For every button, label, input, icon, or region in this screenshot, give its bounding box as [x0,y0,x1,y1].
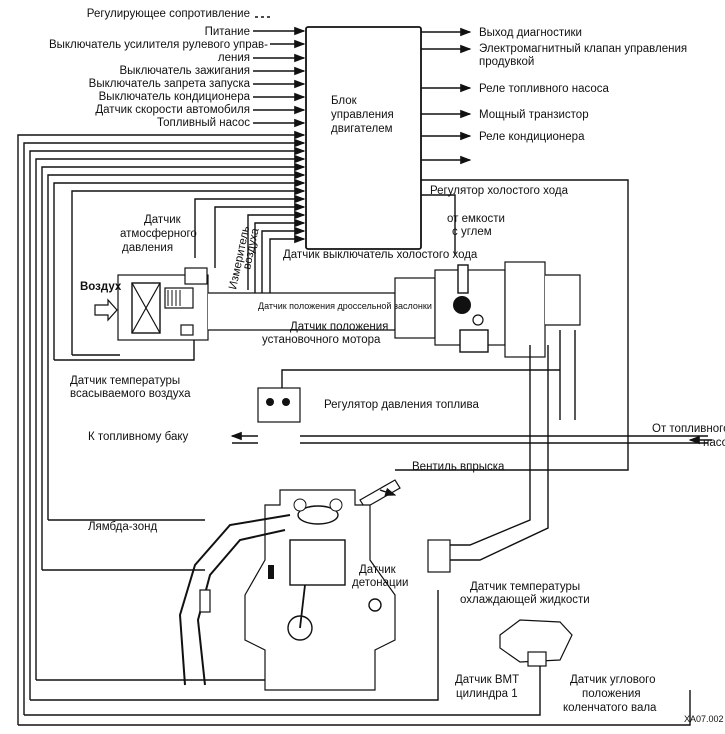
input-label-1: Питание [205,26,250,38]
from-pump-label-1: От топливного [652,423,725,435]
output-label-4: Мощный транзистор [479,109,589,121]
engine-block [244,489,396,691]
input-label-7: Датчик скорости автомобиля [95,104,250,116]
coolant-label-1: Датчик температуры [470,581,580,593]
fuel-pressure-reg-label: Регулятор давления топлива [324,399,479,411]
from-canister-label-2: с углем [452,226,492,238]
intake-temp-label-2: всасываемого воздуха [70,388,191,400]
motor-pos-label-1: Датчик положения [290,321,388,333]
input-label-4: Выключатель зажигания [120,65,251,77]
output-label-5: Реле кондиционера [479,131,585,143]
input-label-2: Выключатель усилителя рулевого управ- [49,39,268,51]
crank-label-3: коленчатого вала [563,702,657,714]
input-arrows [253,16,306,128]
reference-code: ХА07.002 [684,714,724,724]
output-label-1: Электромагнитный клапан управления [479,43,687,55]
idle-regulator-label: Регулятор холостого хода [430,185,569,197]
air-label: Воздух [80,281,122,293]
knock-label-2: детонации [352,577,408,589]
injector-label: Вентиль впрыска [412,461,505,473]
throttle-pos-label: Датчик положения дроссельной заслонки [258,301,432,311]
tdc-label-2: цилиндра 1 [456,688,518,700]
from-pump-label-2: насоса [703,437,725,449]
input-label-5: Выключатель запрета запуска [89,78,251,90]
ecu-title-3: двигателем [331,123,393,135]
atm-sensor-label-1: Датчик [144,214,182,226]
air-intake-assembly [117,267,209,341]
air-inflow-arrow-icon [94,298,118,322]
tdc-label-1: Датчик ВМТ [455,674,519,686]
ecu-title-2: управления [331,109,394,121]
exhaust-pipe [178,514,291,686]
knock-sensor [368,598,382,612]
coolant-label-2: охлаждающей жидкости [460,594,590,606]
input-label-6: Выключатель кондиционера [99,91,251,103]
lambda-label: Лямбда-зонд [88,521,157,533]
motor-pos-label-2: установочного мотора [262,334,381,346]
atm-sensor-label-3: давления [122,242,173,254]
intake-temp-label-1: Датчик температуры [70,375,180,387]
input-label-8: Топливный насос [157,117,250,129]
idle-switch-label: Датчик выключатель холостого хода [283,249,478,261]
fuel-lines [230,431,712,445]
crank-angle-sensor [499,619,573,667]
sensor-wire-bundle [17,130,691,726]
crank-label-1: Датчик углового [570,674,655,686]
output-label-0: Выход диагностики [479,27,582,39]
ecu-title-1: Блок [331,95,358,107]
output-label-3: Реле топливного насоса [479,83,610,95]
crank-label-2: положения [582,688,641,700]
injector [359,479,401,509]
input-label-0: Регулирующее сопротивление [87,8,250,20]
atm-sensor-label-2: атмосферного [120,228,197,240]
input-labels: Регулирующее сопротивление Питание Выклю… [49,8,268,129]
from-canister-label-1: от емкости [447,213,505,225]
knock-label-1: Датчик [359,564,397,576]
ecu-block [305,26,422,250]
coolant-pipe [427,330,576,573]
input-label-3: ления [218,52,250,64]
output-label-2: продувкой [479,56,534,68]
to-tank-label: К топливному баку [88,431,189,443]
output-arrows [421,27,472,165]
fuel-pressure-regulator [257,369,560,423]
throttle-body [453,264,489,353]
